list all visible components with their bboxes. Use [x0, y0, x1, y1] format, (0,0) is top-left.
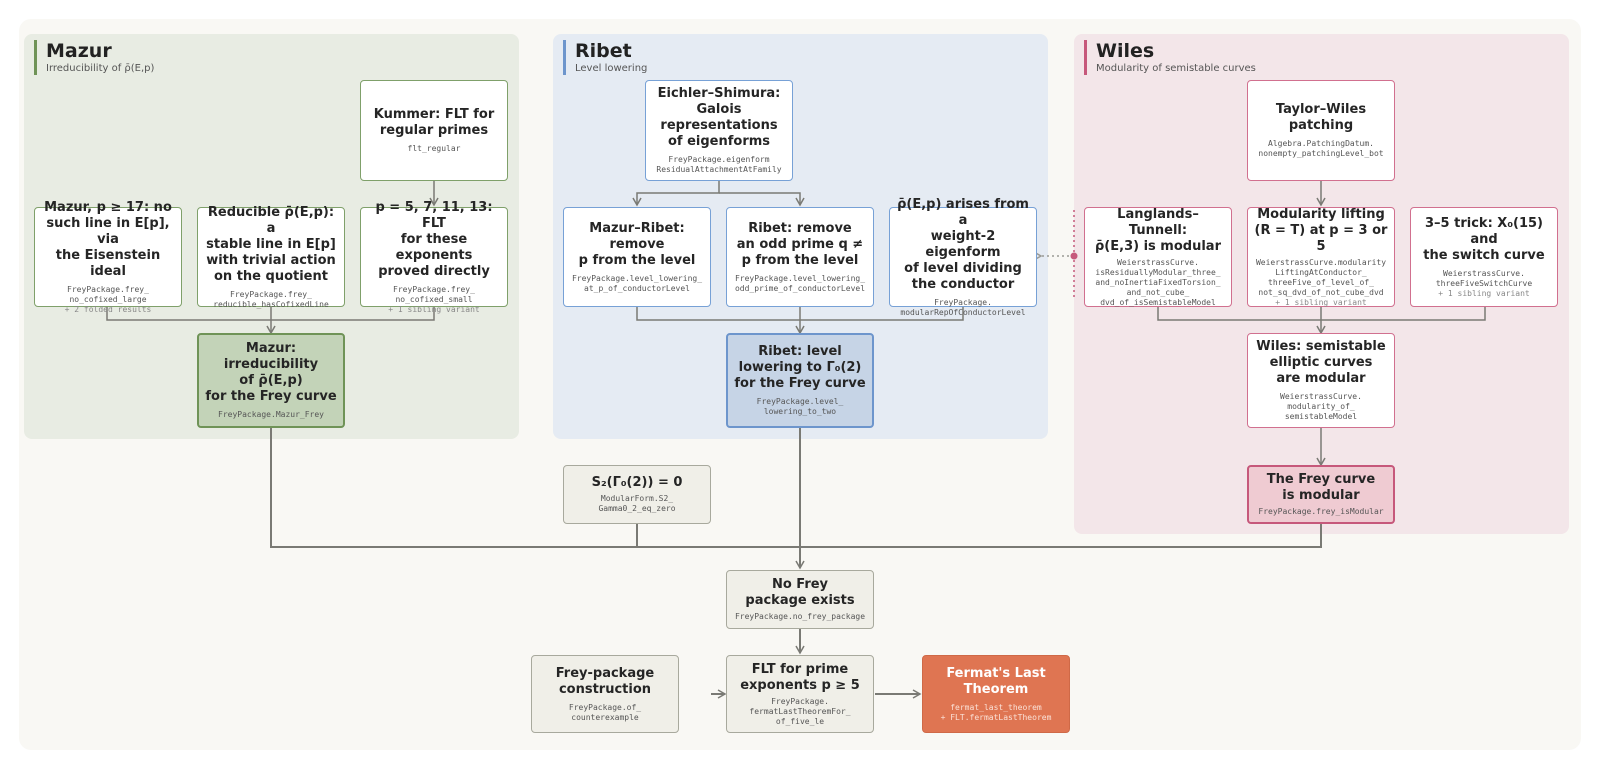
node-s2[interactable]: S₂(Γ₀(2)) = 0 ModularForm.S2_ Gamma0_2_e… [563, 465, 711, 524]
node-arises-code: FreyPackage. modularRepOfConductorLevel [900, 297, 1026, 317]
node-fermat[interactable]: Fermat's Last Theorem fermat_last_theore… [922, 655, 1070, 733]
mazur-panel-subtitle: Irreducibility of ρ̄(E,p) [46, 63, 155, 74]
wiles-panel-title: Wiles [1096, 40, 1155, 62]
edge-mazur-irred-to-no-frey [270, 428, 800, 548]
node-small-primes-code: FreyPackage.frey_ no_cofixed_small [393, 284, 475, 304]
node-taylor-wiles[interactable]: Taylor–Wiles patching Algebra.PatchingDa… [1247, 80, 1395, 181]
node-mazur-irred-code: FreyPackage.Mazur_Frey [218, 410, 324, 419]
node-fermat-note: + FLT.fermatLastTheorem [940, 712, 1052, 722]
node-wiles-semi-label: Wiles: semistable elliptic curves are mo… [1256, 339, 1386, 386]
node-wiles-semi-code: WeierstrassCurve. modularity_of_ semista… [1280, 392, 1362, 421]
node-eichler-code: FreyPackage.eigenform ResidualAttachment… [656, 155, 782, 174]
node-small-primes[interactable]: p = 5, 7, 11, 13: FLT for these exponent… [360, 200, 508, 314]
node-three-five-label: 3–5 trick: X₀(15) and the switch curve [1423, 215, 1545, 263]
node-langlands-code: WeierstrassCurve. isResiduallyModular_th… [1095, 257, 1221, 307]
node-ribet-odd-code: FreyPackage.level_lowering_ odd_prime_of… [734, 273, 866, 293]
node-frey-modular-label: The Frey curve is modular [1266, 472, 1376, 503]
node-mod-lifting-note: + 1 sibling variant [1275, 297, 1367, 307]
node-flt-prime-code: FreyPackage. fermatLastTheoremFor_ of_fi… [749, 696, 851, 726]
node-frey-modular-code: FreyPackage.frey_isModular [1258, 507, 1384, 516]
node-reducible-code: FreyPackage.frey_ reducible_hasCofixedLi… [213, 289, 329, 309]
node-ribet-level-label: Ribet: level lowering to Γ₀(2) for the F… [734, 344, 866, 391]
node-no-frey[interactable]: No Frey package exists FreyPackage.no_fr… [726, 570, 874, 629]
ribet-panel-subtitle: Level lowering [575, 63, 648, 74]
node-wiles-semi[interactable]: Wiles: semistable elliptic curves are mo… [1247, 333, 1395, 428]
node-fermat-code: fermat_last_theorem [950, 702, 1042, 712]
node-langlands[interactable]: Langlands–Tunnell: ρ̄(E,3) is modular We… [1084, 207, 1232, 307]
node-flt-prime-label: FLT for prime exponents p ≥ 5 [740, 661, 860, 693]
node-arises-label: ρ̄(E,p) arises from a weight-2 eigenform… [897, 196, 1029, 292]
node-langlands-label: Langlands–Tunnell: ρ̄(E,3) is modular [1095, 206, 1221, 254]
node-s2-code: ModularForm.S2_ Gamma0_2_eq_zero [598, 494, 676, 513]
node-mod-lifting[interactable]: Modularity lifting (R = T) at p = 3 or 5… [1247, 207, 1395, 307]
node-three-five-code: WeierstrassCurve. threeFiveSwitchCurve [1435, 268, 1533, 288]
node-frey-constr[interactable]: Frey-package construction FreyPackage.of… [531, 655, 679, 733]
ribet-panel-title: Ribet [575, 40, 632, 62]
node-taylor-wiles-label: Taylor–Wiles patching [1275, 102, 1367, 133]
edge-frey-modular-to-no-frey [800, 524, 1322, 548]
node-no-frey-code: FreyPackage.no_frey_package [734, 612, 866, 621]
node-mazur-ribet[interactable]: Mazur–Ribet: remove p from the level Fre… [563, 207, 711, 307]
node-kummer-label: Kummer: FLT for regular primes [373, 107, 495, 138]
node-mazur-irred[interactable]: Mazur: irreducibility of ρ̄(E,p) for the… [197, 333, 345, 428]
node-eichler[interactable]: Eichler–Shimura: Galois representations … [645, 80, 793, 181]
node-no-frey-label: No Frey package exists [745, 577, 855, 608]
node-kummer-code: flt_regular [407, 144, 461, 153]
node-kummer[interactable]: Kummer: FLT for regular primes flt_regul… [360, 80, 508, 181]
node-mazur-irred-label: Mazur: irreducibility of ρ̄(E,p) for the… [205, 341, 337, 404]
node-ribet-level[interactable]: Ribet: level lowering to Γ₀(2) for the F… [726, 333, 874, 428]
node-mazur17-code: FreyPackage.frey_ no_cofixed_large [67, 284, 149, 304]
dotted-link [1033, 210, 1075, 300]
ribet-panel-header: Ribet Level lowering [563, 40, 647, 75]
node-mazur17[interactable]: Mazur, p ≥ 17: no such line in E[p], via… [34, 200, 182, 314]
node-reducible[interactable]: Reducible ρ̄(E,p): a stable line in E[p]… [197, 204, 345, 309]
edge-eichler-fork [632, 181, 720, 207]
node-flt-prime[interactable]: FLT for prime exponents p ≥ 5 FreyPackag… [726, 655, 874, 733]
node-mazur-ribet-code: FreyPackage.level_lowering_ at_p_of_cond… [571, 273, 703, 293]
node-s2-label: S₂(Γ₀(2)) = 0 [591, 475, 683, 490]
dotted-link-dot [1070, 252, 1078, 260]
node-mazur-ribet-label: Mazur–Ribet: remove p from the level [578, 220, 696, 268]
node-mazur17-label: Mazur, p ≥ 17: no such line in E[p], via… [44, 199, 172, 279]
edge-eichler-to-ribet-odd [719, 192, 805, 207]
node-eichler-label: Eichler–Shimura: Galois representations … [657, 86, 781, 149]
node-ribet-odd-label: Ribet: remove an odd prime q ≠ p from th… [736, 220, 864, 268]
node-ribet-odd[interactable]: Ribet: remove an odd prime q ≠ p from th… [726, 207, 874, 307]
node-frey-constr-label: Frey-package construction [555, 665, 655, 697]
node-ribet-level-code: FreyPackage.level_ lowering_to_two [756, 397, 844, 416]
node-fermat-label: Fermat's Last Theorem [946, 665, 1046, 697]
node-frey-constr-code: FreyPackage.of_ counterexample [568, 702, 642, 722]
node-small-primes-note: + 1 sibling variant [388, 304, 480, 314]
node-arises[interactable]: ρ̄(E,p) arises from a weight-2 eigenform… [889, 197, 1037, 317]
node-small-primes-label: p = 5, 7, 11, 13: FLT for these exponent… [375, 199, 493, 279]
node-mod-lifting-label: Modularity lifting (R = T) at p = 3 or 5 [1254, 206, 1388, 254]
node-taylor-wiles-code: Algebra.PatchingDatum. nonempty_patching… [1258, 139, 1384, 158]
node-mod-lifting-code: WeierstrassCurve.modularity LiftingAtCon… [1255, 257, 1387, 297]
mazur-panel-header: Mazur Irreducibility of ρ̄(E,p) [34, 40, 154, 75]
mazur-panel-title: Mazur [46, 40, 112, 62]
wiles-panel-subtitle: Modularity of semistable curves [1096, 63, 1256, 74]
node-frey-modular[interactable]: The Frey curve is modular FreyPackage.fr… [1247, 465, 1395, 524]
node-reducible-label: Reducible ρ̄(E,p): a stable line in E[p]… [206, 204, 336, 284]
wiles-panel-header: Wiles Modularity of semistable curves [1084, 40, 1256, 75]
node-three-five-note: + 1 sibling variant [1438, 288, 1530, 298]
node-mazur17-note: + 2 folded results [64, 304, 152, 314]
node-three-five[interactable]: 3–5 trick: X₀(15) and the switch curve W… [1410, 207, 1558, 307]
